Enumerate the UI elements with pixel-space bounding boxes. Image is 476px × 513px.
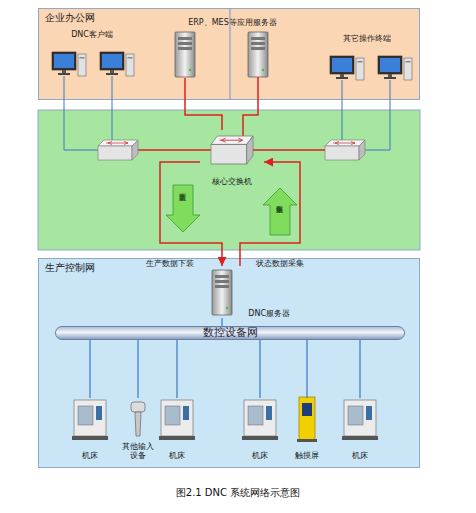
terminal-group: 其它操作终端 — [318, 34, 416, 90]
upload-arrow — [263, 188, 297, 235]
node-label: 其它操作终端 — [318, 34, 416, 43]
node-label: 企业办公网 — [45, 12, 95, 24]
core-switch-icon — [211, 136, 253, 164]
zone-band: 企业办公网 DNC客户端 ERP、MES等应用服务器其它操作终端 — [38, 8, 420, 100]
figure-caption: 图2.1 DNC 系统网络示意图 — [0, 486, 476, 500]
node-label: 其他输入 设备 — [120, 442, 156, 460]
annotation-label: 状态数据采集 — [256, 260, 304, 269]
node-label: ERP、MES等应用服务器 — [165, 18, 300, 27]
node-label: 数控设备网 — [56, 327, 404, 339]
core-switch: 核心交换机 — [200, 130, 264, 186]
device-node: 机床 — [70, 398, 110, 460]
annotation-label: 生产数据下装 — [146, 260, 194, 269]
zone-band: 生产控制网DNC服务器数控设备网机床其他输入 设备机床机床触摸屏机床 — [38, 258, 420, 468]
node-label: DNC服务器 — [248, 309, 290, 318]
switch-band — [38, 110, 420, 250]
switch-icon — [98, 140, 138, 160]
node-label: 机床 — [70, 451, 110, 460]
node-label: 机床 — [240, 451, 280, 460]
node-label: 触摸屏 — [287, 451, 327, 460]
node-label: 核心交换机 — [200, 177, 264, 186]
client-group: DNC客户端 — [44, 30, 140, 90]
device-node: 其他输入 设备 — [120, 398, 156, 460]
device-node: 触摸屏 — [287, 398, 327, 460]
node-label: 机床 — [340, 451, 380, 460]
network-bus: 数控设备网 — [55, 326, 405, 340]
device-node: 机床 — [340, 398, 380, 460]
dnc-server: DNC服务器 — [205, 266, 290, 318]
node-label: 机床 — [157, 451, 197, 460]
server-group: ERP、MES等应用服务器 — [165, 18, 300, 78]
node-label: DNC客户端 — [44, 30, 140, 39]
switch-icon — [325, 140, 365, 160]
device-node: 机床 — [157, 398, 197, 460]
device-node: 机床 — [240, 398, 280, 460]
download-arrow — [166, 185, 200, 232]
node-label: 生产控制网 — [45, 262, 95, 274]
